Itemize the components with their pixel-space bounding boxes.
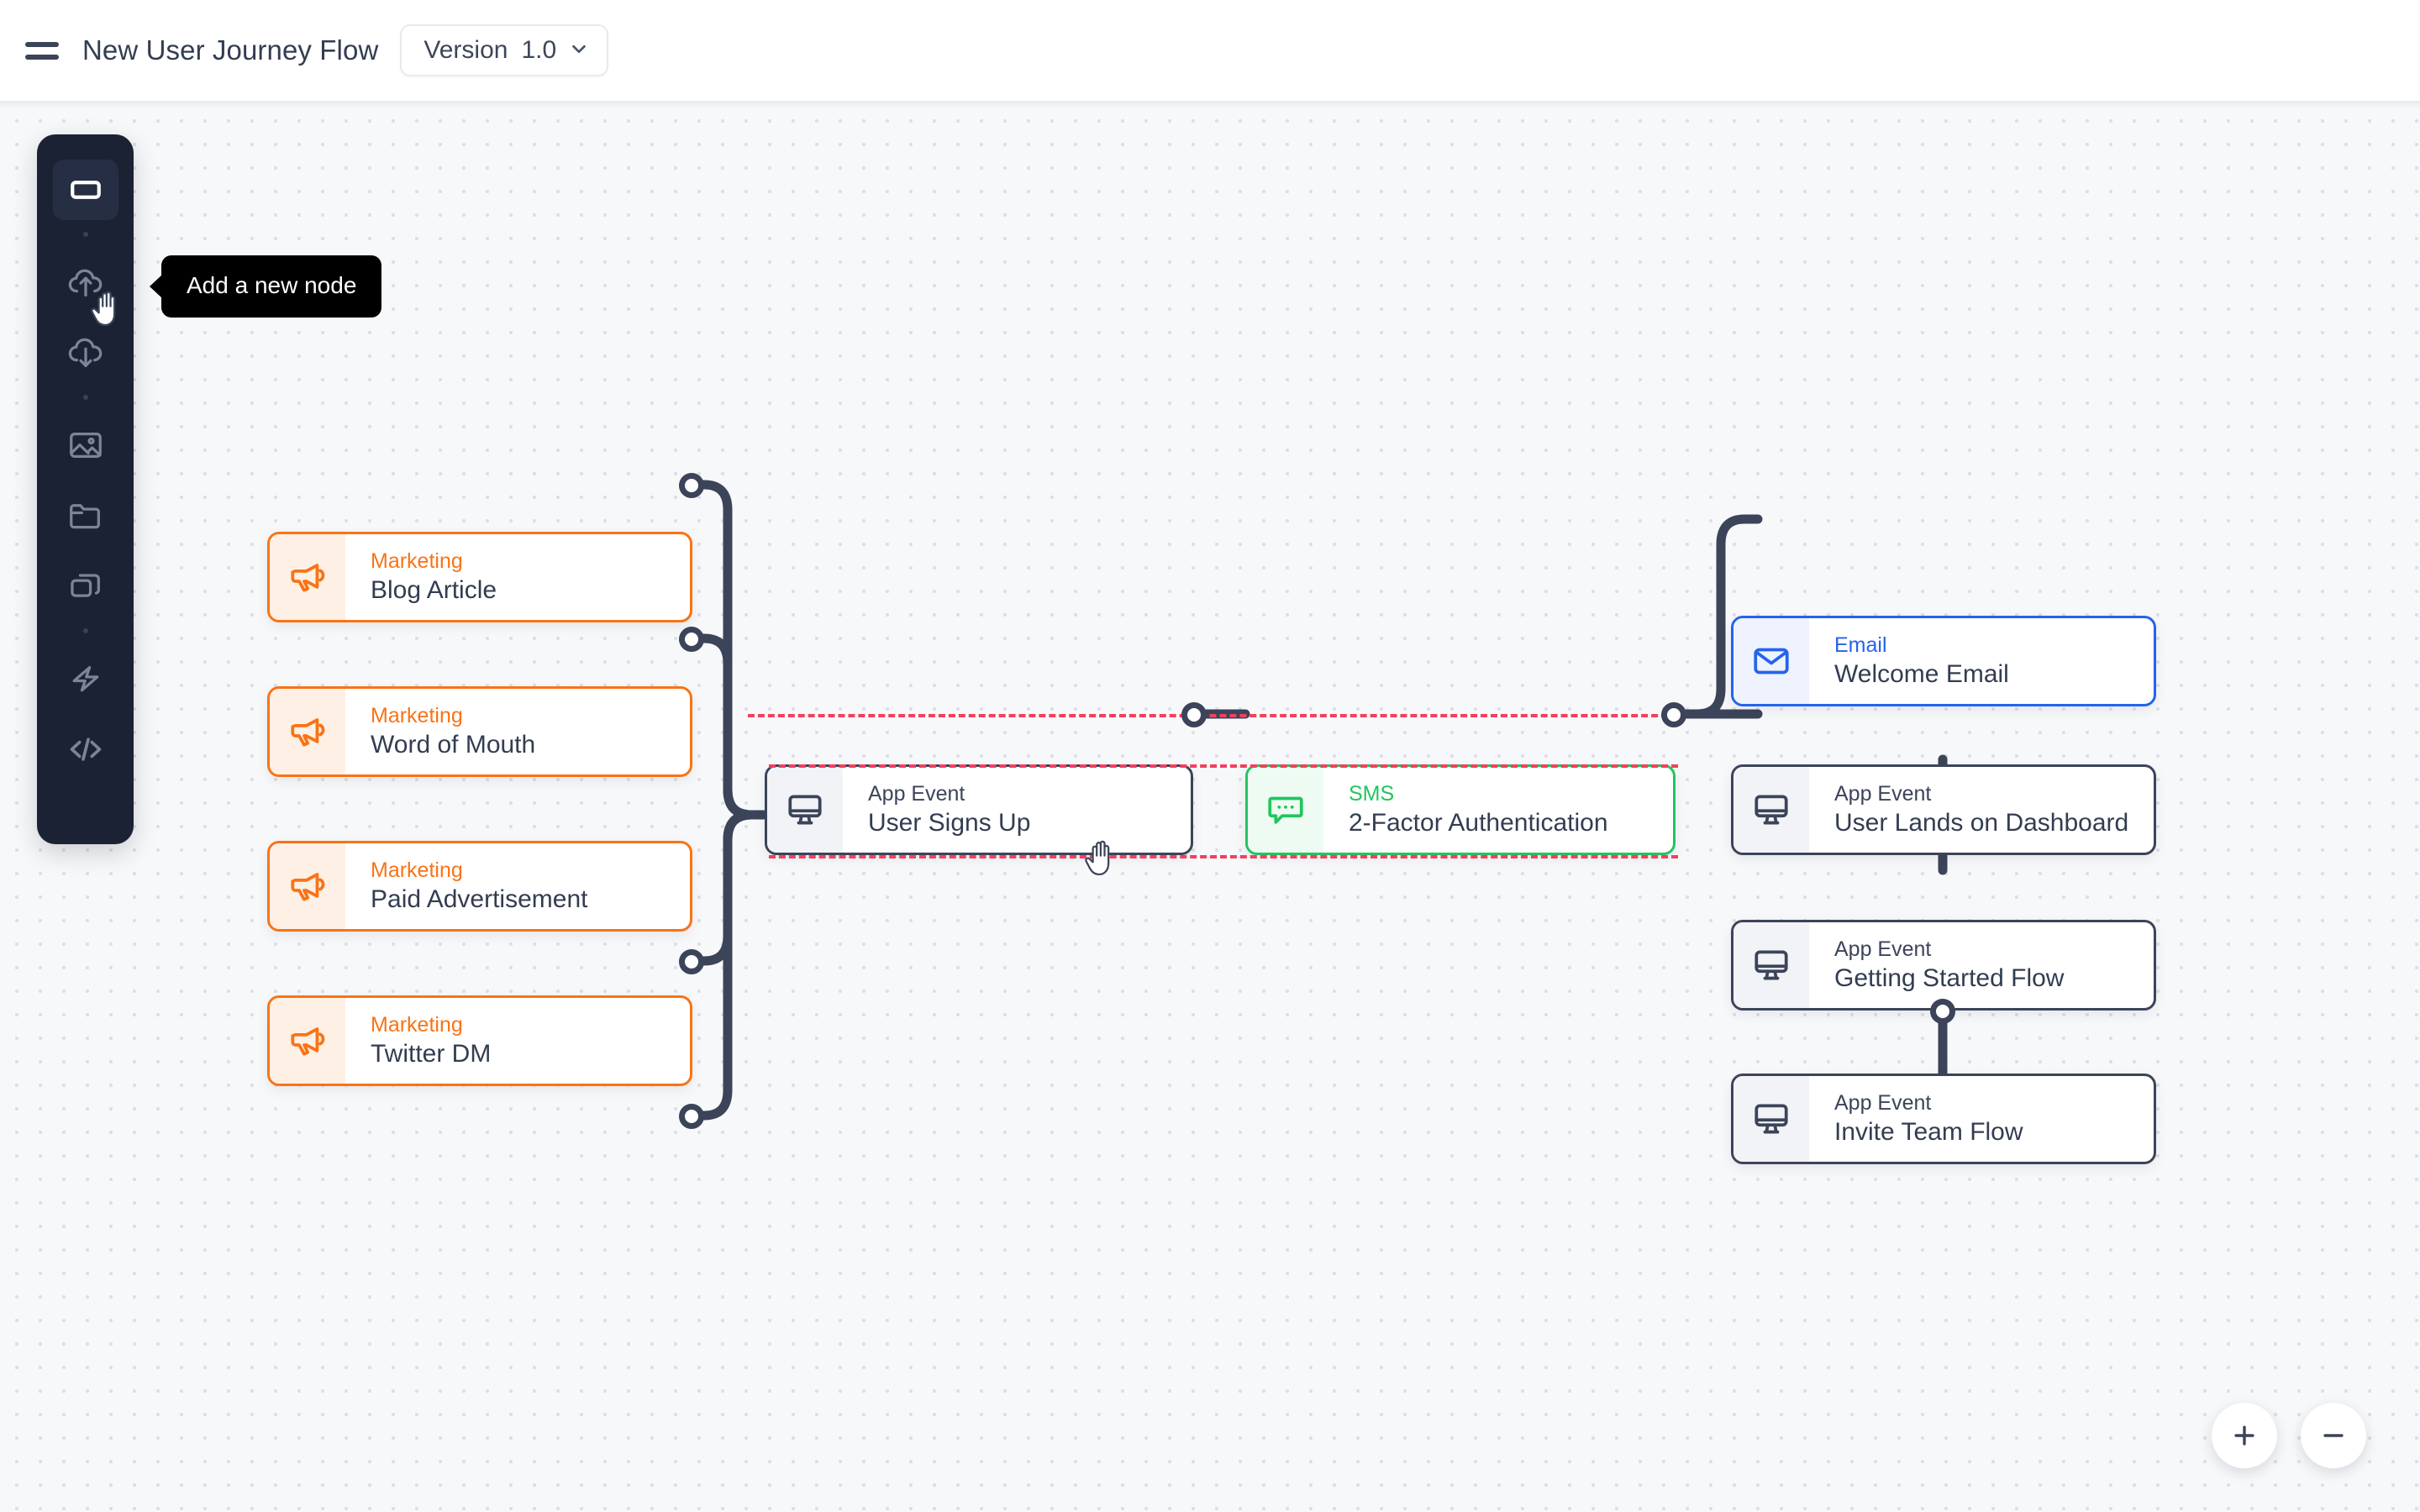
toolbar-item-code[interactable] bbox=[53, 719, 118, 780]
node-title: Paid Advertisement bbox=[371, 885, 588, 913]
toolbar-item-add-node[interactable] bbox=[52, 160, 118, 220]
toolbar-item-upload[interactable] bbox=[53, 252, 118, 312]
toolbar-divider-dot bbox=[82, 628, 88, 633]
node-title: 2-Factor Authentication bbox=[1349, 808, 1608, 837]
node-twitter-dm[interactable]: Marketing Twitter DM bbox=[267, 995, 692, 1086]
toolbar-divider-dot bbox=[82, 232, 88, 237]
node-handle-getting-started-flow[interactable] bbox=[1930, 999, 1955, 1024]
node-getting-started-flow[interactable]: App Event Getting Started Flow bbox=[1731, 920, 2156, 1011]
alignment-guide-bottom bbox=[769, 855, 1678, 858]
node-kind-label: Marketing bbox=[371, 703, 463, 727]
toolbar-item-duplicate[interactable] bbox=[53, 556, 118, 617]
node-handle-word-of-mouth[interactable] bbox=[679, 627, 704, 652]
toolbar-item-folder[interactable] bbox=[53, 486, 118, 546]
version-label: Version bbox=[424, 36, 508, 64]
node-title: User Signs Up bbox=[868, 808, 1031, 837]
node-kind-label: App Event bbox=[1834, 1090, 1932, 1115]
left-toolbar bbox=[37, 134, 134, 844]
monitor-icon bbox=[767, 767, 843, 853]
node-word-of-mouth[interactable]: Marketing Word of Mouth bbox=[267, 686, 692, 777]
version-value: 1.0 bbox=[521, 36, 557, 64]
node-handle-2-factor-authentication[interactable] bbox=[1661, 702, 1686, 727]
node-title: Invite Team Flow bbox=[1834, 1117, 2023, 1146]
node-title: Word of Mouth bbox=[371, 730, 536, 759]
toolbar-item-automation[interactable] bbox=[53, 648, 118, 709]
node-title: Blog Article bbox=[371, 575, 497, 604]
node-2-factor-authentication[interactable]: SMS 2-Factor Authentication bbox=[1245, 764, 1676, 855]
app-header: New User Journey Flow Version 1.0 bbox=[0, 0, 2420, 101]
node-kind-label: App Event bbox=[1834, 781, 1932, 806]
version-dropdown[interactable]: Version 1.0 bbox=[400, 24, 609, 76]
node-title: Getting Started Flow bbox=[1834, 963, 2065, 992]
node-kind-label: Email bbox=[1834, 633, 1887, 657]
zoom-in-button[interactable] bbox=[2212, 1403, 2277, 1468]
node-invite-team-flow[interactable]: App Event Invite Team Flow bbox=[1731, 1074, 2156, 1164]
node-kind-label: Marketing bbox=[371, 549, 463, 573]
monitor-icon bbox=[1733, 767, 1809, 853]
page-title: New User Journey Flow bbox=[82, 34, 379, 66]
toolbar-item-image[interactable] bbox=[53, 415, 118, 475]
node-kind-label: Marketing bbox=[371, 1012, 463, 1037]
hamburger-icon[interactable] bbox=[25, 32, 62, 69]
megaphone-icon bbox=[270, 689, 345, 774]
node-title: User Lands on Dashboard bbox=[1834, 808, 2129, 837]
node-welcome-email[interactable]: Email Welcome Email bbox=[1731, 616, 2156, 706]
megaphone-icon bbox=[270, 534, 345, 620]
megaphone-icon bbox=[270, 843, 345, 929]
node-blog-article[interactable]: Marketing Blog Article bbox=[267, 532, 692, 622]
envelope-icon bbox=[1733, 618, 1809, 704]
chevron-down-icon bbox=[570, 39, 588, 62]
toolbar-item-download[interactable] bbox=[53, 323, 118, 383]
zoom-out-button[interactable] bbox=[2301, 1403, 2366, 1468]
alignment-guide-center bbox=[748, 714, 1678, 717]
monitor-icon bbox=[1733, 922, 1809, 1008]
edge-blog-to-signup bbox=[686, 480, 768, 820]
node-handle-blog-article[interactable] bbox=[679, 473, 704, 498]
node-user-lands-on-dashboard[interactable]: App Event User Lands on Dashboard bbox=[1731, 764, 2156, 855]
flow-canvas[interactable]: Marketing Blog Article Marketing Word of… bbox=[0, 101, 2420, 1512]
node-title: Twitter DM bbox=[371, 1039, 492, 1068]
megaphone-icon bbox=[270, 998, 345, 1084]
chat-bubble-icon bbox=[1248, 767, 1323, 853]
node-kind-label: App Event bbox=[1834, 937, 1932, 961]
node-kind-label: Marketing bbox=[371, 858, 463, 882]
node-kind-label: SMS bbox=[1349, 781, 1395, 806]
node-kind-label: App Event bbox=[868, 781, 965, 806]
node-title: Welcome Email bbox=[1834, 659, 2009, 688]
monitor-icon bbox=[1733, 1076, 1809, 1162]
node-paid-advertisement[interactable]: Marketing Paid Advertisement bbox=[267, 841, 692, 932]
node-handle-twitter-dm[interactable] bbox=[679, 1104, 704, 1129]
alignment-guide-top bbox=[769, 764, 1678, 768]
node-handle-user-signs-up[interactable] bbox=[1181, 702, 1207, 727]
node-user-signs-up[interactable]: App Event User Signs Up bbox=[765, 764, 1193, 855]
node-handle-paid-advertisement[interactable] bbox=[679, 949, 704, 974]
tooltip-add-new-node: Add a new node bbox=[161, 255, 382, 318]
edge-wom-to-signup bbox=[686, 633, 768, 820]
toolbar-divider-dot bbox=[82, 395, 88, 400]
edge-paid-to-signup bbox=[686, 810, 768, 966]
zoom-controls bbox=[2212, 1403, 2366, 1468]
